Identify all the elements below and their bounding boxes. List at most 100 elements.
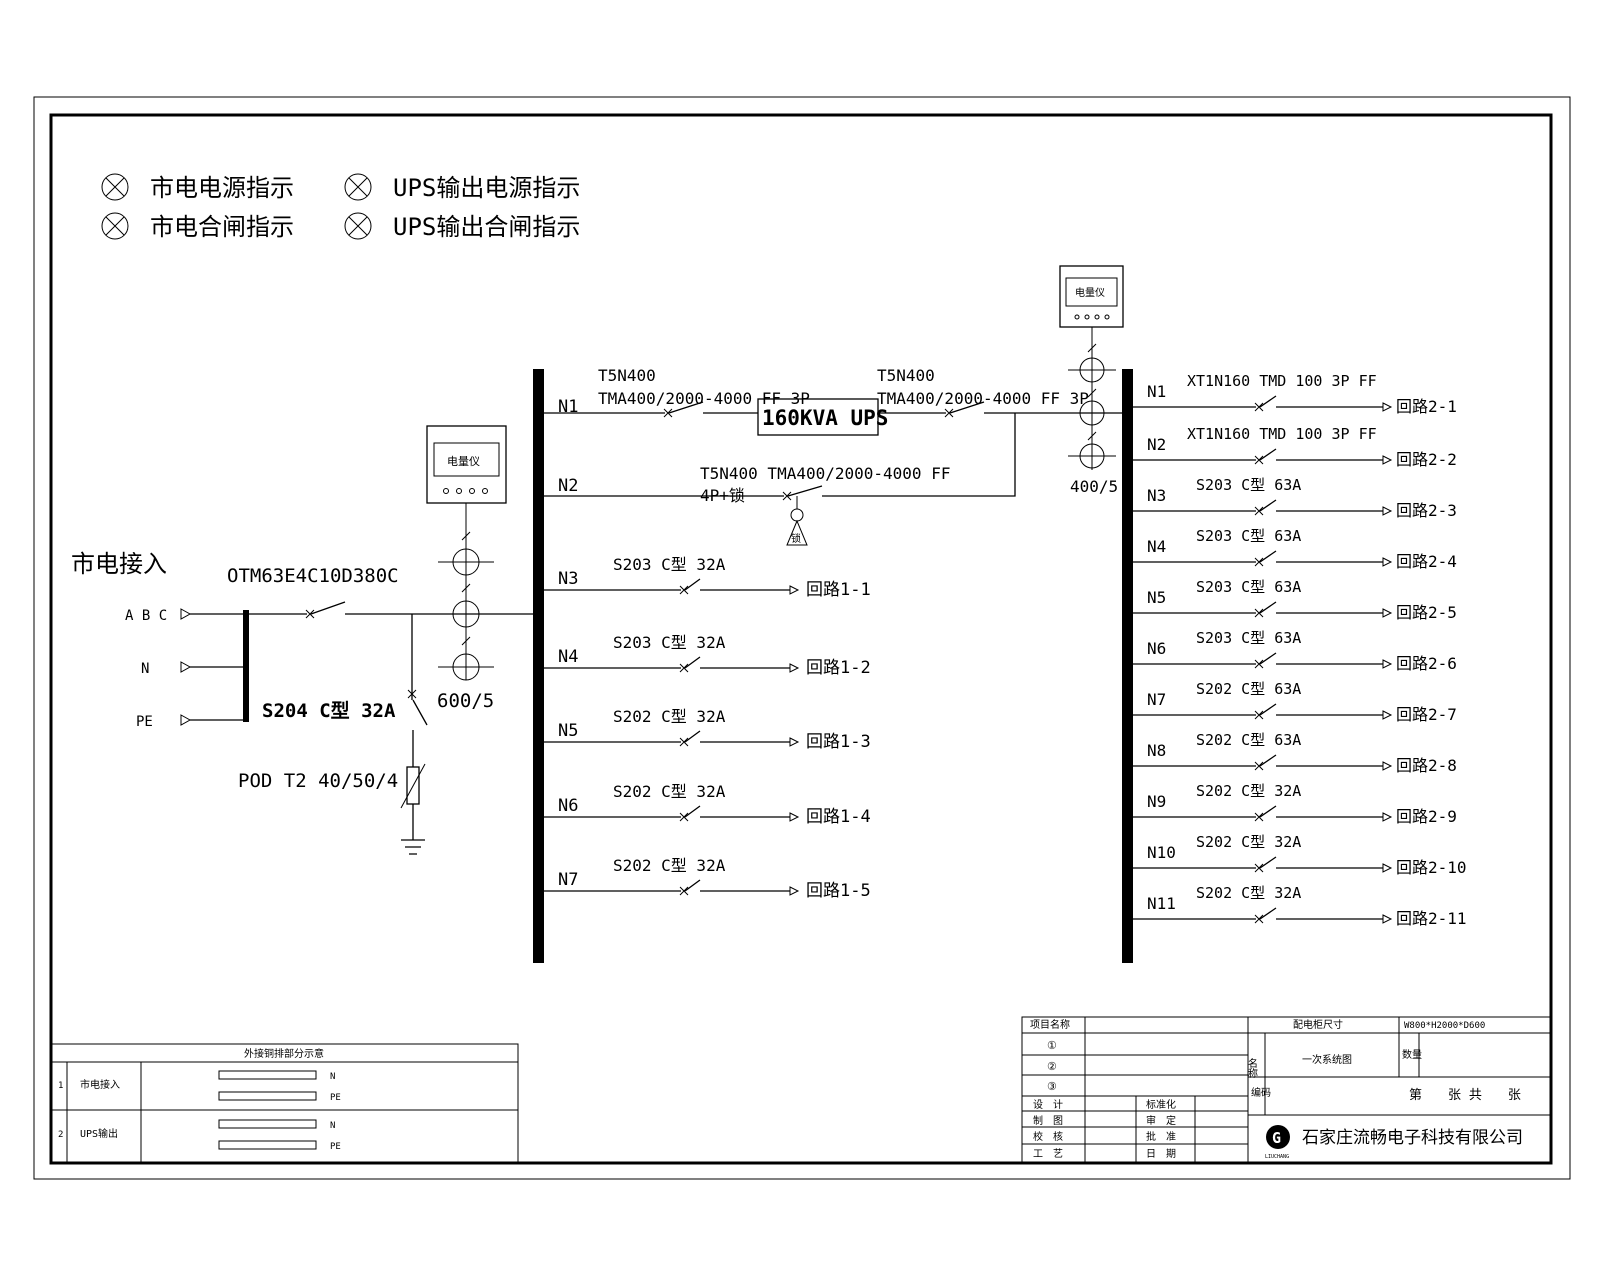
incoming-section: 市电接入 OTM63E4C10D380C A B C N PE S204 C型 … <box>71 425 533 855</box>
role-label: 校 核 <box>1033 1130 1063 1143</box>
bypass-feeder: N2 T5N400 TMA400/2000-4000 FF 4P+锁 锁 <box>544 413 1016 546</box>
incoming-busbar <box>243 610 249 722</box>
role-label: 设 计 <box>1033 1098 1063 1111</box>
role-label: 标准化 <box>1146 1098 1176 1111</box>
outgoing-arrow-icon <box>789 737 800 747</box>
copper-table-title: 外接铜排部分示意 <box>244 1047 324 1060</box>
outgoing-arrow-icon <box>789 585 800 595</box>
ground-icon <box>401 804 425 855</box>
circuit-destination: 回路1-4 <box>806 807 871 827</box>
breaker-label: S202 C型 32A <box>613 782 726 801</box>
breaker-contact-icon <box>679 585 689 595</box>
spd-label: POD T2 40/50/4 <box>238 770 398 792</box>
code-label: 编码 <box>1251 1086 1271 1099</box>
main-busbar-2 <box>1122 369 1133 963</box>
current-transformer-icon <box>1068 357 1116 469</box>
circuit-destination: 回路2-10 <box>1396 858 1467 877</box>
company-name: 石家庄流畅电子科技有限公司 <box>1302 1128 1523 1148</box>
breaker-contact-icon <box>679 663 689 673</box>
outgoing-arrow-icon <box>1382 659 1393 669</box>
breaker-label: S203 C型 63A <box>1196 476 1301 494</box>
breaker-contact-icon <box>1254 761 1264 771</box>
legend-label: 市电电源指示 <box>150 174 294 202</box>
breaker-contact-icon <box>305 609 315 619</box>
bar-label: N <box>330 1121 335 1131</box>
phase-label: PE <box>136 714 153 730</box>
circuit-id: N5 <box>1147 588 1166 607</box>
circuit-id: N3 <box>558 569 578 589</box>
circuit-id: N7 <box>558 870 578 890</box>
terminal-arrow-icon <box>180 608 192 620</box>
breaker-label: S203 C型 32A <box>613 555 726 574</box>
circuit-destination: 回路2-7 <box>1396 705 1457 724</box>
size-label: 配电柜尺寸 <box>1293 1018 1343 1031</box>
revision-mark: ③ <box>1047 1080 1057 1093</box>
main-busbar-1 <box>533 369 544 963</box>
breaker-contact-icon <box>1254 863 1264 873</box>
lock-label: 锁 <box>791 532 801 545</box>
breaker-contact-icon <box>679 737 689 747</box>
ups-feeder: N1 T5N400 TMA400/2000-4000 FF 3P 160KVA … <box>544 366 1127 436</box>
breaker-label: XT1N160 TMD 100 3P FF <box>1187 425 1377 443</box>
ups-box <box>757 398 879 436</box>
row-name: 市电接入 <box>80 1078 120 1091</box>
row-number: 1 <box>58 1081 63 1091</box>
circuit-destination: 回路2-9 <box>1396 807 1457 826</box>
terminal-arrow-icon <box>180 714 192 726</box>
inner-frame <box>49 113 1553 1165</box>
project-label: 项目名称 <box>1030 1018 1070 1031</box>
breaker-model: T5N400 TMA400/2000-4000 FF <box>700 464 950 483</box>
circuit-id: N1 <box>1147 382 1166 401</box>
breaker-label: S202 C型 32A <box>613 707 726 726</box>
legend-label: UPS输出电源指示 <box>393 174 580 202</box>
outgoing-arrow-icon <box>1382 863 1393 873</box>
bus2-circuit: N7 S202 C型 63A 回路2-7 <box>1133 680 1457 724</box>
qty-label: 数量 <box>1402 1048 1422 1061</box>
title-block: 项目名称 ① ② ③ 配电柜尺寸 W800*H2000*D600 名称 一次系统… <box>1021 1016 1552 1164</box>
breaker-contact-icon <box>1254 506 1264 516</box>
circuit-destination: 回路1-2 <box>806 658 871 678</box>
breaker-label: S202 C型 63A <box>1196 680 1301 698</box>
circuit-id: N6 <box>1147 639 1166 658</box>
power-meter-label: 电量仪 <box>447 455 480 468</box>
breaker-contact-icon <box>1254 557 1264 567</box>
breaker-contact-icon <box>1254 710 1264 720</box>
breaker-rating: TMA400/2000-4000 FF 3P <box>598 389 810 408</box>
legend-label: 市电合闸指示 <box>150 213 294 241</box>
size-value: W800*H2000*D600 <box>1404 1021 1485 1031</box>
circuit-id: N7 <box>1147 690 1166 709</box>
row-name: UPS输出 <box>80 1127 118 1140</box>
outgoing-arrow-icon <box>789 886 800 896</box>
outgoing-arrow-icon <box>1382 557 1393 567</box>
circuit-destination: 回路2-2 <box>1396 450 1457 469</box>
breaker-label: S202 C型 32A <box>1196 833 1301 851</box>
incoming-title: 市电接入 <box>71 550 167 578</box>
ct-ratio-label: 400/5 <box>1070 477 1118 496</box>
circuit-destination: 回路2-4 <box>1396 552 1457 571</box>
row-number: 2 <box>58 1130 63 1140</box>
bar-label: N <box>330 1072 335 1082</box>
logo-letter: G <box>1272 1129 1281 1147</box>
ct-ratio-label: 600/5 <box>437 690 494 712</box>
copper-bar <box>218 1140 317 1150</box>
bar-label: PE <box>330 1142 341 1152</box>
circuit-destination: 回路2-11 <box>1396 909 1467 928</box>
copper-bar <box>218 1070 317 1080</box>
circuit-destination: 回路2-5 <box>1396 603 1457 622</box>
breaker-contact-icon <box>1254 402 1264 412</box>
breaker-contact-icon <box>944 408 954 418</box>
legend: 市电电源指示 UPS输出电源指示 市电合闸指示 UPS输出合闸指示 <box>101 173 580 241</box>
ups-label: 160KVA UPS <box>762 406 888 430</box>
breaker-label: S202 C型 32A <box>1196 884 1301 902</box>
legend-label: UPS输出合闸指示 <box>393 213 580 241</box>
